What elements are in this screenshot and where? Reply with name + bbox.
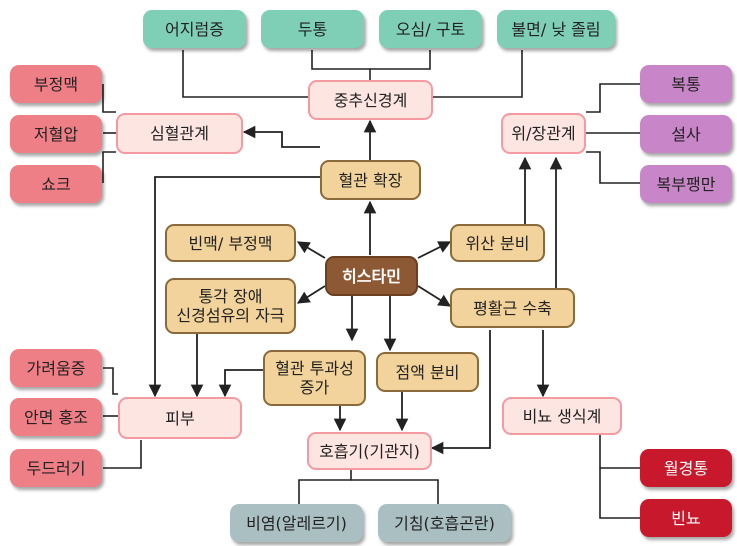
mechanism-vasodilation: 혈관 확장 xyxy=(320,160,421,200)
line-shock-cardio xyxy=(102,151,116,183)
line-dizziness-cns xyxy=(182,50,308,98)
symptom-arrhythmia: 부정맥 xyxy=(10,65,102,103)
system-cns: 중추신경계 xyxy=(308,80,433,120)
line-arrhythmia-cardio xyxy=(102,84,116,113)
permeability-line-1: 혈관 투과성 xyxy=(275,359,354,378)
line-insomnia-cns xyxy=(432,50,523,98)
symptom-headache: 두통 xyxy=(261,10,364,48)
symptom-abdominal-pain: 복통 xyxy=(640,65,732,103)
arrow-histamine-acid xyxy=(417,241,452,259)
line-cough-resp xyxy=(351,479,439,504)
symptom-urinary-frequency: 빈뇨 xyxy=(640,499,732,537)
line-bloating-gi xyxy=(586,151,640,184)
line-rhinitis-resp xyxy=(298,470,352,504)
symptom-itching: 가려움증 xyxy=(10,349,102,387)
arrow-histamine-nerve xyxy=(296,285,326,304)
symptom-hypotension: 저혈압 xyxy=(10,115,102,153)
histamine-center: 히스타민 xyxy=(325,256,418,296)
line-itching-skin xyxy=(103,367,118,395)
line-dysmenorrhea-uro xyxy=(599,434,640,469)
symptom-shock: 쇼크 xyxy=(10,165,102,203)
nerve-line-1: 통각 장애 xyxy=(198,287,263,306)
system-gastrointestinal: 위/장관계 xyxy=(501,113,586,154)
arrow-histamine-tachy xyxy=(296,241,326,259)
line-nausea-cns xyxy=(370,50,431,70)
arrow-vasodilation-skin xyxy=(148,176,320,398)
system-respiratory: 호흡기(기관지) xyxy=(307,432,432,470)
mechanism-gastric-acid-secretion: 위산 분비 xyxy=(450,224,545,262)
symptom-rhinitis: 비염(알레르기) xyxy=(230,504,363,542)
system-skin: 피부 xyxy=(118,397,242,439)
system-cardiovascular: 심혈관계 xyxy=(116,113,243,154)
arrow-smooth-resp xyxy=(430,330,491,455)
arrow-vasodilation-cardio xyxy=(242,125,320,148)
mechanism-vascular-permeability: 혈관 투과성 증가 xyxy=(263,350,366,406)
symptom-dysmenorrhea: 월경통 xyxy=(640,449,732,487)
symptom-bloating: 복부팽만 xyxy=(640,165,732,203)
symptom-nausea-vomiting: 오심/ 구토 xyxy=(379,10,482,48)
nerve-line-2: 신경섬유의 자극 xyxy=(176,306,285,325)
line-abdominal-pain-gi xyxy=(586,83,640,113)
line-hives-skin xyxy=(103,440,142,469)
line-frequency-uro xyxy=(599,468,640,519)
symptom-insomnia: 불면/ 낮 졸림 xyxy=(497,10,615,48)
mechanism-mucus-secretion: 점액 분비 xyxy=(376,352,479,392)
arrow-histamine-smooth xyxy=(417,285,452,307)
symptom-cough-dyspnea: 기침(호흡곤란) xyxy=(378,504,511,542)
symptom-dizziness: 어지럼증 xyxy=(143,10,246,48)
arrow-permeability-skin xyxy=(218,369,263,398)
mechanism-smooth-muscle-contraction: 평활근 수축 xyxy=(450,288,575,328)
mechanism-nerve-stimulation: 통각 장애 신경섬유의 자극 xyxy=(165,278,296,334)
permeability-line-2: 증가 xyxy=(299,378,330,397)
system-urogenital: 비뇨 생식계 xyxy=(502,397,622,435)
mechanism-tachycardia-arrhythmia: 빈맥/ 부정맥 xyxy=(165,224,296,262)
line-headache-cns xyxy=(311,50,371,80)
symptom-facial-flushing: 안면 홍조 xyxy=(10,398,102,436)
symptom-hives: 두드러기 xyxy=(10,449,102,487)
symptom-diarrhea: 설사 xyxy=(640,115,732,153)
